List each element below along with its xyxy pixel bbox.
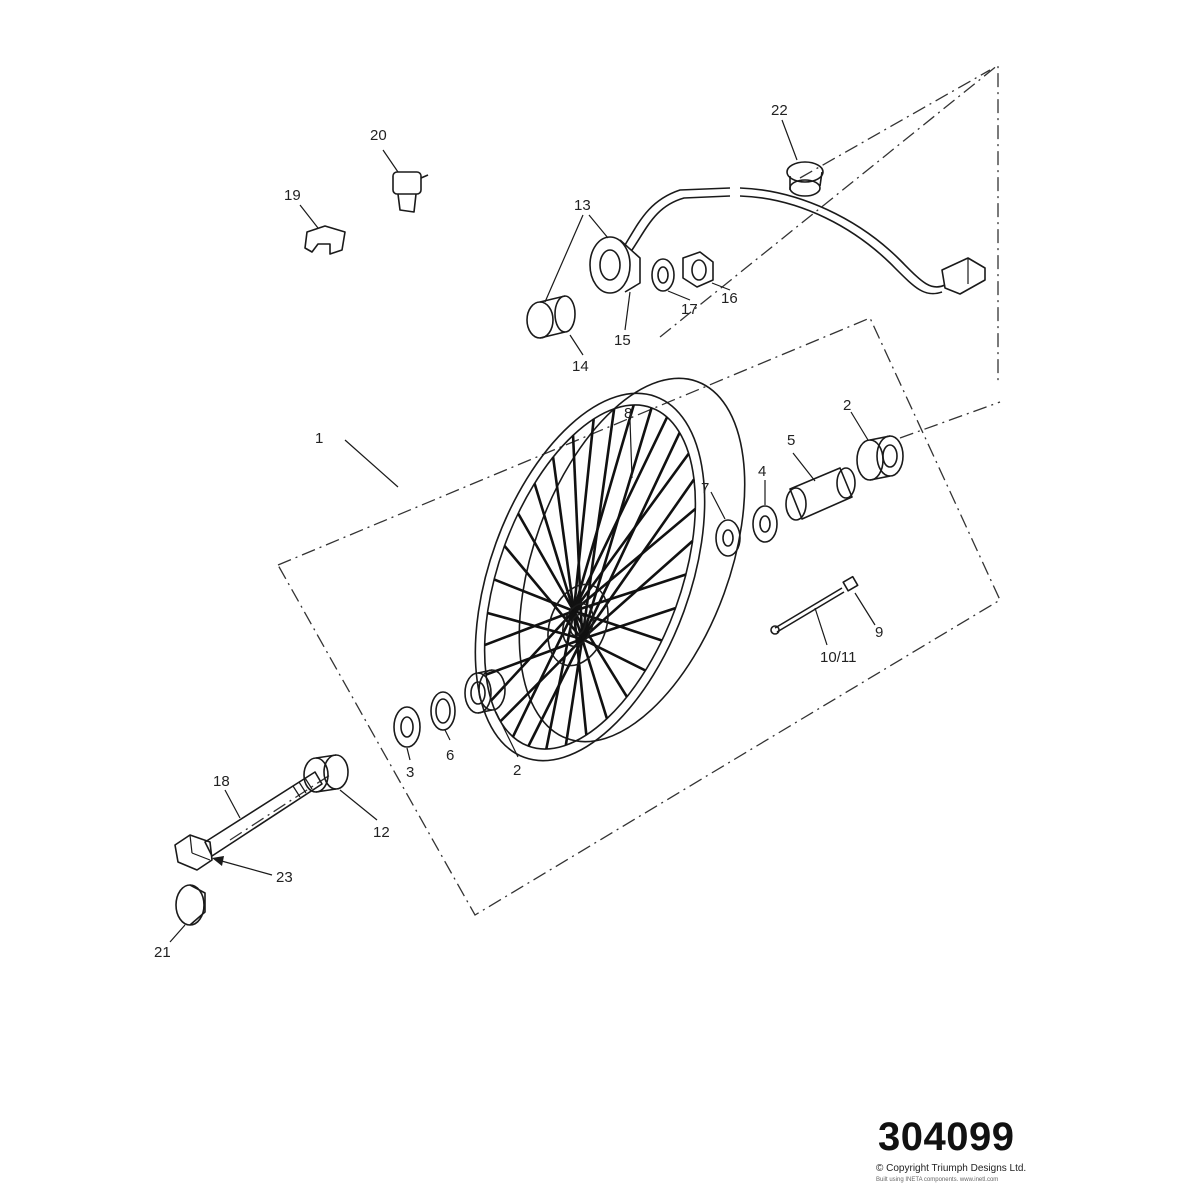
callout-2a: 2 [843, 397, 851, 414]
callout-21: 21 [154, 944, 171, 961]
bearing-spacer-tube [785, 467, 856, 521]
wheel-spoke [533, 483, 584, 640]
callout-22: 22 [771, 102, 788, 119]
sensor-unit [392, 171, 429, 213]
wheel-spoke [511, 610, 575, 738]
axle-cap [175, 884, 206, 926]
sensor-cable [739, 187, 986, 295]
retaining-bolt [770, 575, 859, 635]
sensor-washer [651, 258, 675, 292]
callout-9: 9 [875, 624, 883, 641]
wheel-assembly-outline [277, 317, 1001, 916]
callout-23: 23 [276, 869, 293, 886]
wheel-spoke [572, 452, 690, 612]
callout-5: 5 [787, 432, 795, 449]
wheel-spoke [493, 578, 575, 613]
callout-6: 6 [446, 747, 454, 764]
wheel-spoke [551, 456, 576, 612]
oil-seal-7 [715, 519, 741, 557]
callout-15: 15 [614, 332, 631, 349]
speed-sensor-ring [589, 187, 731, 294]
copyright-notice: © Copyright Triumph Designs Ltd. [876, 1163, 1027, 1174]
callout-19: 19 [284, 187, 301, 204]
callout-17: 17 [681, 301, 698, 318]
wheel-spoke [499, 638, 584, 723]
wheel-spoke [581, 637, 647, 672]
callout-1: 1 [315, 430, 323, 447]
axle-bolt [174, 771, 323, 871]
callout-4: 4 [758, 463, 766, 480]
sensor-sleeve [526, 295, 576, 339]
wheel-bearing-right [856, 435, 904, 481]
sensor-assembly-outline [659, 63, 999, 385]
wheel-spoke [527, 638, 584, 747]
axle-centerline-right [899, 401, 1001, 439]
callout-14: 14 [572, 358, 589, 375]
wheel-spoke [545, 610, 576, 750]
callout-10-11: 10/11 [820, 649, 856, 666]
built-with-note: Built using INETA components. www.inetl.… [876, 1177, 999, 1183]
spoked-wheel [474, 377, 746, 762]
upper-bush [786, 161, 824, 197]
leader-lines [169, 119, 876, 943]
wheel-spoke [572, 416, 669, 612]
wheel-spoke [503, 545, 584, 640]
callout-20: 20 [370, 127, 387, 144]
wheel-spoke [485, 637, 583, 676]
callout-labels: 1 2 2 3 4 5 6 7 8 9 10/11 12 13 14 15 16… [154, 102, 883, 961]
wheel-spoke [573, 573, 687, 613]
wheel-spokes [484, 404, 697, 750]
callout-8: 8 [624, 405, 632, 422]
wheel-spoke [581, 606, 676, 641]
washer-4 [752, 505, 778, 543]
wheel-bearing-left [464, 669, 506, 714]
spacer-washer-3 [393, 706, 421, 748]
axle-centerline-lower [229, 774, 331, 841]
wheel-spoke [580, 638, 609, 719]
wheel-spoke [484, 609, 575, 647]
wheel-spoke [487, 611, 583, 641]
wheel-spoke [581, 432, 681, 640]
callout-7: 7 [701, 480, 709, 497]
callout-16: 16 [721, 290, 738, 307]
wheel-spoke [572, 507, 697, 612]
callout-12: 12 [373, 824, 390, 841]
axle-centerline-upper [799, 69, 991, 179]
wheel-spoke [581, 478, 696, 640]
callout-13: 13 [574, 197, 591, 214]
wheel-spoke [572, 404, 635, 612]
wheel-spoke [572, 418, 595, 612]
wheel-spoke [564, 638, 584, 746]
cable-clip [304, 225, 346, 255]
callout-3: 3 [406, 764, 414, 781]
oil-seal-6 [430, 691, 456, 731]
drawing-number: 304099 [878, 1115, 1015, 1159]
callout-2b: 2 [513, 762, 521, 779]
sensor-nut [682, 251, 714, 288]
wheel-spacer [303, 754, 349, 793]
callout-18: 18 [213, 773, 230, 790]
